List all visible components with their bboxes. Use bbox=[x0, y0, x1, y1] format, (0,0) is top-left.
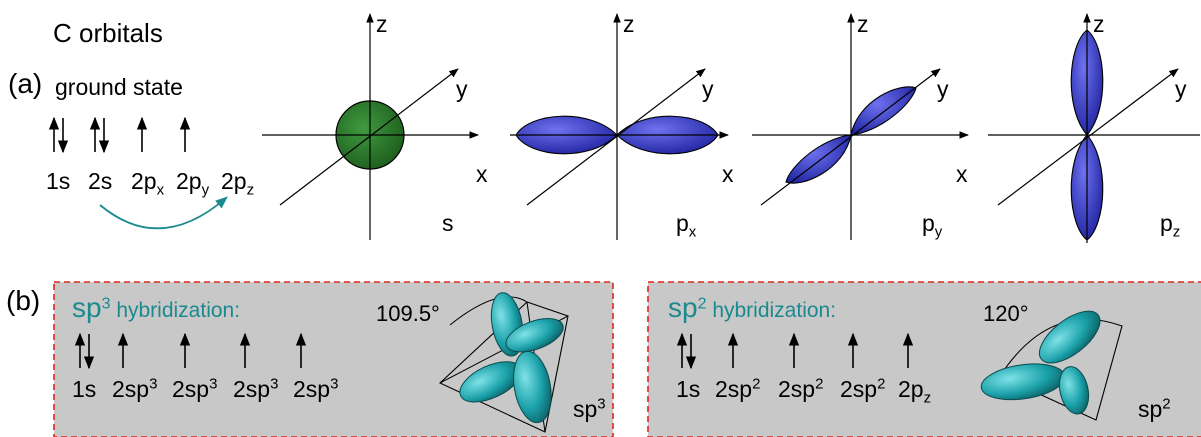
px-y-axis-label: y bbox=[702, 76, 714, 102]
px-z-axis-label: z bbox=[623, 11, 635, 37]
pz-orbital-plot bbox=[988, 13, 1200, 243]
sp2-heading: sp2 hybridization: bbox=[668, 292, 837, 323]
sp2-panel bbox=[647, 281, 1201, 437]
sp2-orbital-2sp2-b: 2sp2 bbox=[778, 375, 824, 402]
py-x-axis-label: x bbox=[956, 161, 968, 187]
s-z-axis-label: z bbox=[376, 11, 388, 37]
orbital-2pz-label: 2pz bbox=[221, 168, 255, 199]
px-orbital-label: px bbox=[676, 210, 697, 241]
sp3-orbital-2sp3-d: 2sp3 bbox=[293, 375, 339, 402]
sp2-trigonal-lobes bbox=[980, 310, 1123, 421]
py-z-axis-label: z bbox=[857, 11, 869, 37]
sp2-orbital-2pz: 2pz bbox=[898, 376, 932, 407]
sp2-spin-arrows bbox=[676, 332, 914, 370]
s-x-axis-label: x bbox=[476, 161, 488, 187]
pz-y-axis-label: y bbox=[1175, 76, 1187, 102]
orbital-2px-label: 2px bbox=[131, 168, 165, 199]
sp2-orbital-2sp2-a: 2sp2 bbox=[715, 375, 761, 402]
py-y-axis-label: y bbox=[937, 76, 949, 102]
sp3-shape-label: sp3 bbox=[573, 395, 606, 422]
px-orbital-plot bbox=[510, 13, 729, 240]
px-x-axis-label: x bbox=[722, 161, 734, 187]
excitation-arrow bbox=[99, 196, 228, 230]
sp3-heading: sp3 hybridization: bbox=[72, 292, 241, 323]
ground-state-spin-arrows bbox=[48, 116, 191, 154]
s-orbital-plot bbox=[262, 13, 479, 240]
sp2-orbital-2sp2-c: 2sp2 bbox=[840, 375, 886, 402]
figure-title: C orbitals bbox=[53, 18, 163, 48]
sp2-shape-label: sp2 bbox=[1138, 395, 1171, 422]
sp3-spin-arrows bbox=[74, 332, 307, 370]
part-a-label: (a) bbox=[8, 68, 43, 99]
orbital-1s-label: 1s bbox=[46, 168, 71, 194]
s-y-axis-label: y bbox=[456, 76, 468, 102]
py-orbital-plot bbox=[752, 13, 969, 240]
sp2-orbital-1s: 1s bbox=[676, 376, 701, 402]
ground-state-label: ground state bbox=[55, 74, 183, 100]
py-orbital-label: py bbox=[922, 210, 943, 241]
orbital-2py-label: 2py bbox=[176, 168, 210, 199]
sp3-angle-label: 109.5° bbox=[376, 301, 440, 326]
sp3-orbital-2sp3-a: 2sp3 bbox=[112, 375, 158, 402]
s-orbital-label: s bbox=[442, 210, 454, 236]
sp3-orbital-2sp3-c: 2sp3 bbox=[233, 375, 279, 402]
part-b-label: (b) bbox=[6, 285, 41, 316]
sp3-orbital-1s: 1s bbox=[72, 376, 97, 402]
sp3-orbital-2sp3-b: 2sp3 bbox=[172, 375, 218, 402]
orbital-2s-label: 2s bbox=[88, 168, 113, 194]
pz-orbital-label: pz bbox=[1160, 210, 1181, 241]
sp2-angle-label: 120° bbox=[983, 301, 1029, 326]
pz-z-axis-label: z bbox=[1093, 11, 1105, 37]
sp3-tetrahedral-lobes bbox=[439, 292, 569, 433]
